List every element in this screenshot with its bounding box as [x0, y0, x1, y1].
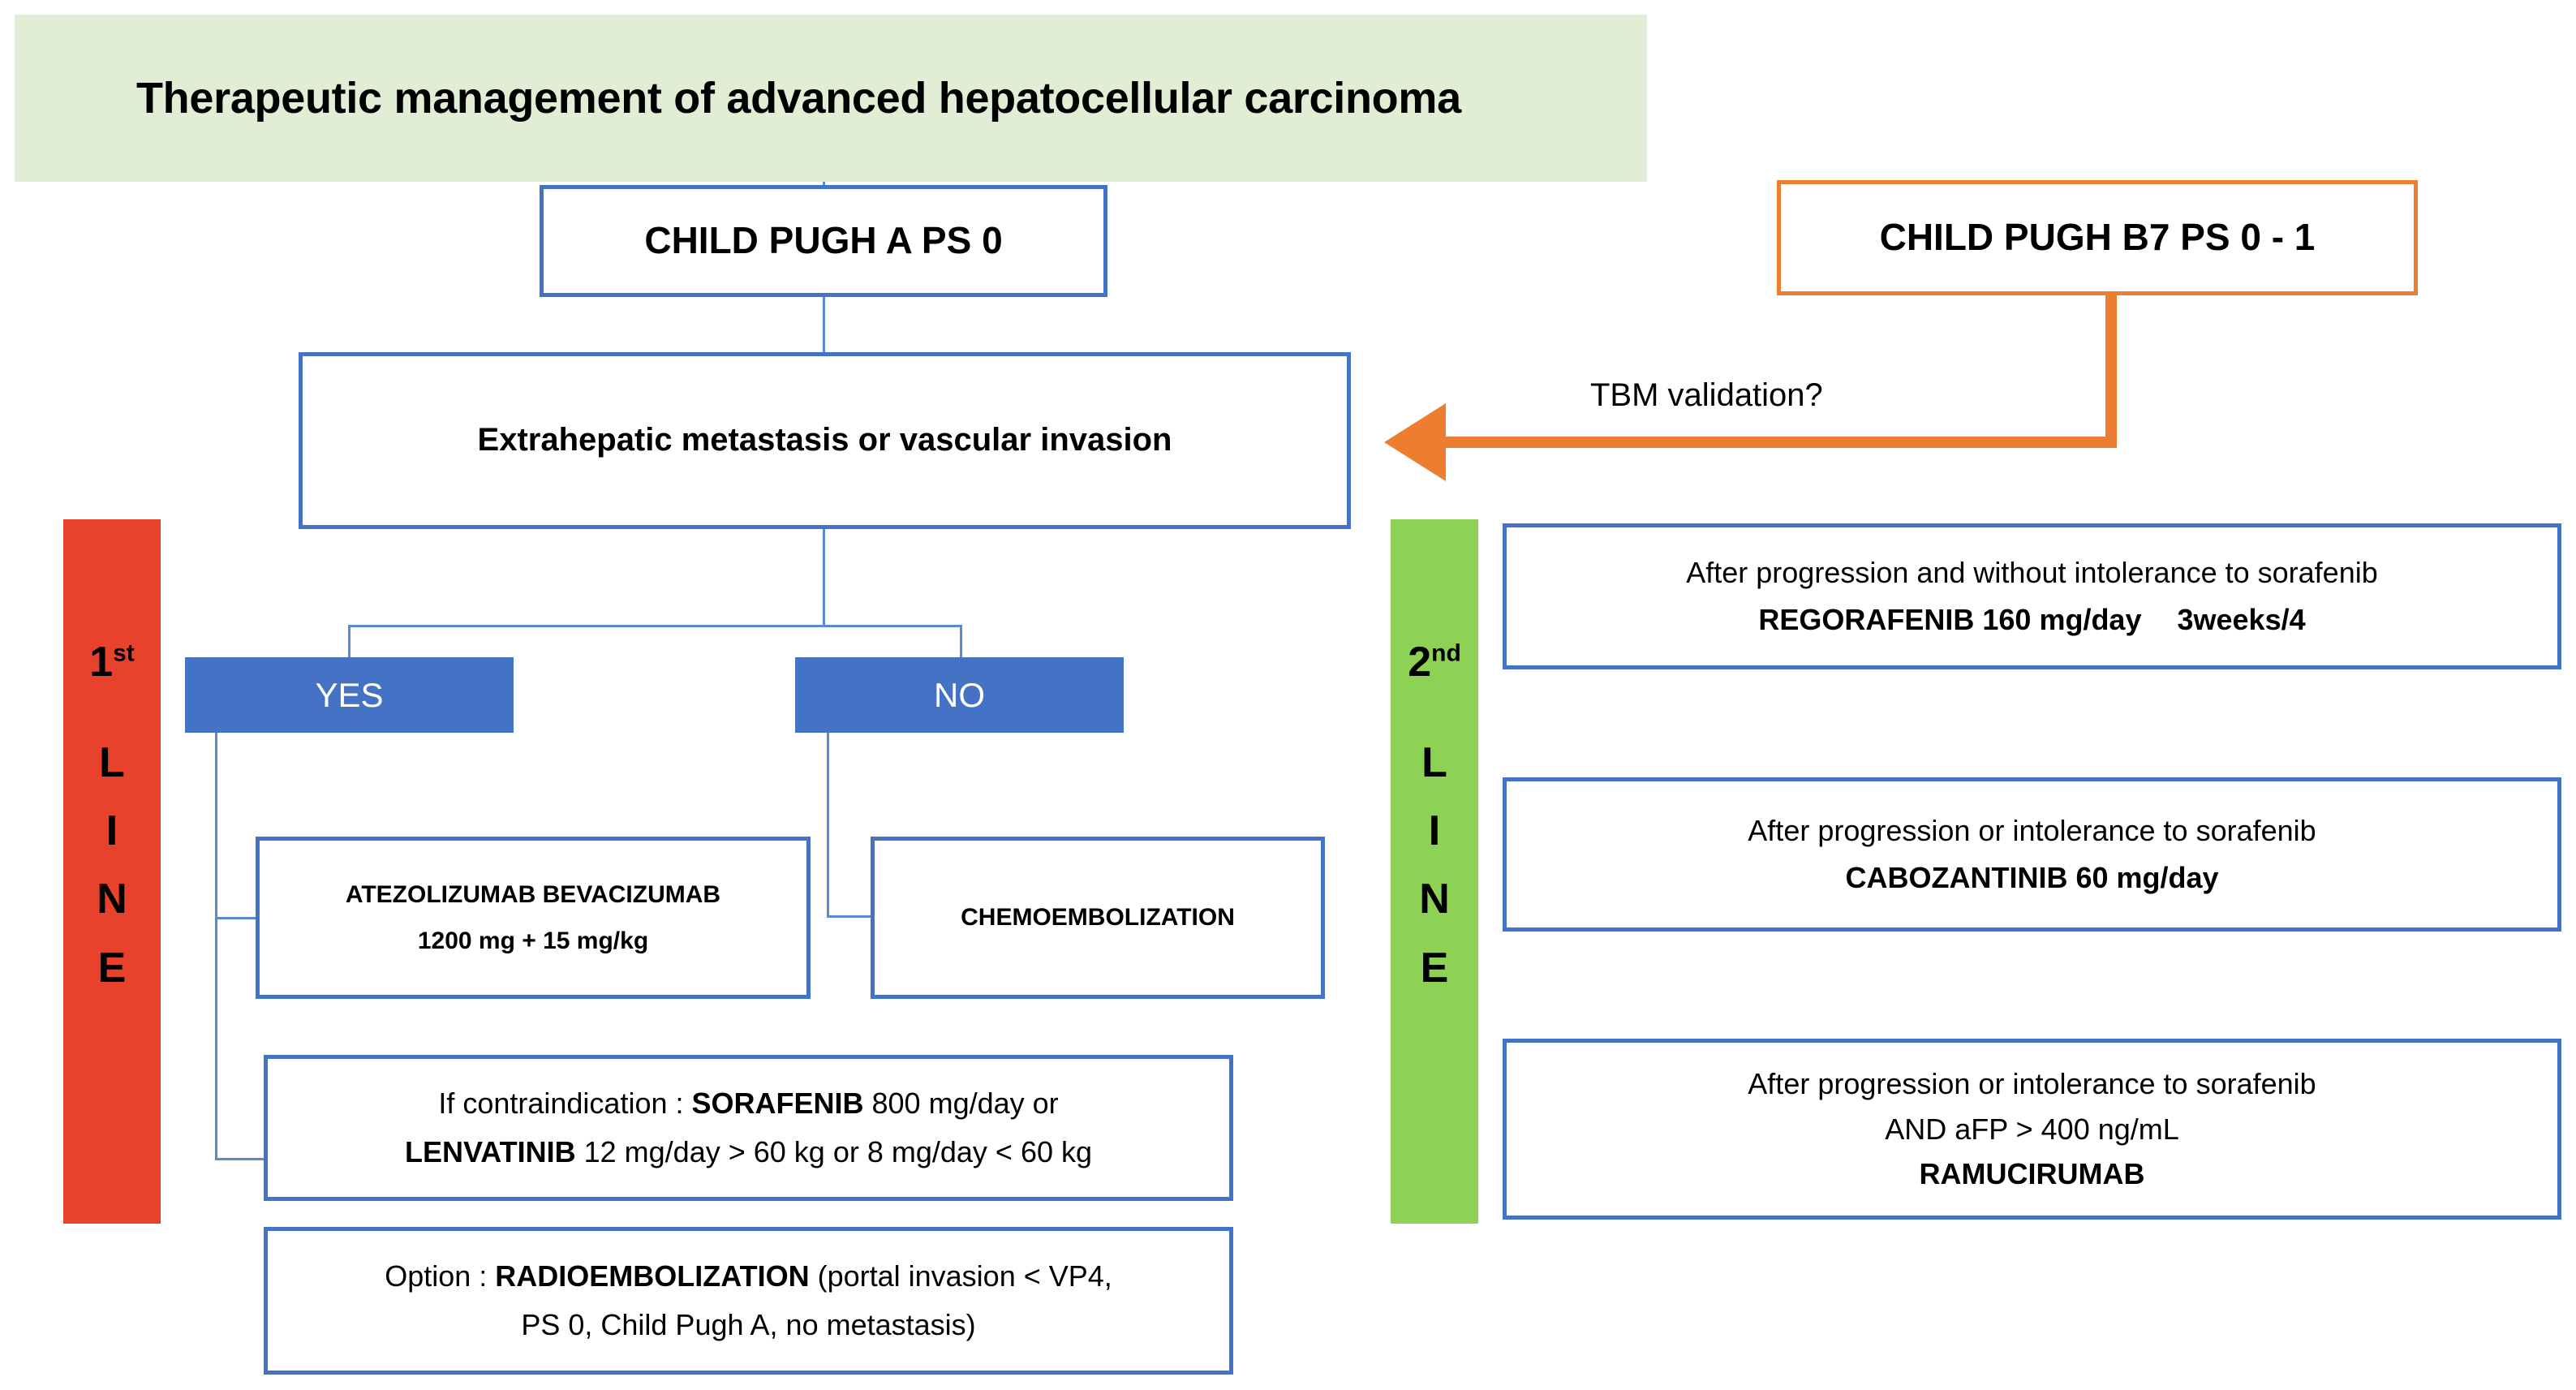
second-line-ordinal: 2nd — [1408, 641, 1461, 683]
node-extrahepatic-metastasis[interactable]: Extrahepatic metastasis or vascular inva… — [299, 352, 1351, 529]
node-contraindication-sorafenib-lenvatinib[interactable]: If contraindication : SORAFENIB 800 mg/d… — [264, 1055, 1233, 1201]
node-atezolizumab-bevacizumab[interactable]: ATEZOLIZUMAB BEVACIZUMAB 1200 mg + 15 mg… — [256, 837, 811, 999]
node-child-pugh-b7-label: CHILD PUGH B7 PS 0 - 1 — [1879, 216, 2316, 259]
connector-no-spine — [827, 733, 829, 918]
connector-no-to-chemoembolization — [827, 915, 874, 918]
connector-split-bus — [348, 625, 961, 627]
regorafenib-line1: After progression and without intoleranc… — [1686, 556, 2378, 590]
arrow-shaft-horizontal — [1446, 437, 2117, 448]
node-regorafenib[interactable]: After progression and without intoleranc… — [1503, 523, 2561, 669]
node-cabozantinib[interactable]: After progression or intolerance to sora… — [1503, 777, 2561, 932]
option-drug-radioembolization: RADIOEMBOLIZATION — [495, 1259, 810, 1293]
cabozantinib-line2: CABOZANTINIB 60 mg/day — [1845, 861, 2219, 894]
node-chemoembolization[interactable]: CHEMOEMBOLIZATION — [871, 837, 1325, 999]
cabozantinib-line1: After progression or intolerance to sora… — [1748, 814, 2316, 848]
contraindication-dose-sorafenib: 800 mg/day or — [863, 1087, 1059, 1121]
ramucirumab-line2: AND aFP > 400 ng/mL — [1885, 1112, 2179, 1146]
connector-yes-spine — [215, 733, 217, 1160]
title-banner: Therapeutic management of advanced hepat… — [15, 15, 1647, 182]
node-decision-yes[interactable]: YES — [185, 657, 514, 733]
contraindication-line2: LENVATINIB 12 mg/day > 60 kg or 8 mg/day… — [282, 1132, 1215, 1173]
first-line-ordinal: 1st — [89, 641, 135, 683]
connector-yes-to-contraindication — [215, 1158, 268, 1160]
node-ramucirumab[interactable]: After progression or intolerance to sora… — [1503, 1039, 2561, 1220]
option-prefix: Option : — [385, 1259, 496, 1293]
atezolizumab-line1: ATEZOLIZUMAB BEVACIZUMAB — [345, 880, 721, 908]
node-decision-no[interactable]: NO — [795, 657, 1124, 733]
second-line-ordinal-number: 2 — [1408, 639, 1432, 686]
ramucirumab-line3: RAMUCIRUMAB — [1919, 1157, 2145, 1191]
contraindication-drug-sorafenib: SORAFENIB — [691, 1087, 864, 1121]
node-yes-label: YES — [315, 675, 384, 714]
option-line2: PS 0, Child Pugh A, no metastasis) — [521, 1308, 976, 1341]
regorafenib-drug-dose: REGORAFENIB 160 mg/day — [1758, 603, 2142, 636]
second-line-ordinal-suffix: nd — [1431, 639, 1461, 667]
option-criteria-1: (portal invasion < VP4, — [809, 1259, 1112, 1293]
contraindication-prefix: If contraindication : — [438, 1087, 692, 1121]
first-line-ordinal-number: 1 — [89, 639, 114, 686]
connector-extrahepatic-down — [823, 529, 825, 626]
node-child-pugh-a[interactable]: CHILD PUGH A PS 0 — [540, 185, 1107, 297]
regorafenib-line2: REGORAFENIB 160 mg/day 3weeks/4 — [1521, 600, 2543, 640]
arrow-shaft-vertical — [2105, 295, 2117, 448]
option-line1: Option : RADIOEMBOLIZATION (portal invas… — [282, 1256, 1215, 1297]
connector-childpugha-to-extrahepatic — [823, 297, 825, 354]
arrow-label-tbm-validation: TBM validation? — [1590, 377, 1823, 413]
connector-yes-to-atezolizumab — [215, 917, 260, 919]
connector-bus-to-no — [960, 625, 962, 659]
page-title: Therapeutic management of advanced hepat… — [136, 74, 1461, 123]
ramucirumab-line1: After progression or intolerance to sora… — [1748, 1066, 2316, 1100]
node-child-pugh-b7[interactable]: CHILD PUGH B7 PS 0 - 1 — [1777, 180, 2418, 295]
first-line-ordinal-suffix: st — [113, 639, 135, 667]
node-no-label: NO — [934, 675, 985, 714]
arrow-head-left-icon — [1384, 403, 1446, 481]
node-option-radioembolization[interactable]: Option : RADIOEMBOLIZATION (portal invas… — [264, 1227, 1233, 1375]
contraindication-line1: If contraindication : SORAFENIB 800 mg/d… — [282, 1083, 1215, 1124]
connector-bus-to-yes — [348, 625, 350, 659]
contraindication-drug-lenvatinib: LENVATINIB — [404, 1135, 576, 1168]
atezolizumab-line2: 1200 mg + 15 mg/kg — [417, 927, 649, 954]
contraindication-dose-lenvatinib: 12 mg/day > 60 kg or 8 mg/day < 60 kg — [575, 1135, 1093, 1168]
node-extrahepatic-label: Extrahepatic metastasis or vascular inva… — [477, 422, 1172, 458]
node-child-pugh-a-label: CHILD PUGH A PS 0 — [644, 219, 1003, 262]
regorafenib-schedule: 3weeks/4 — [2177, 603, 2306, 636]
chemoembolization-label: CHEMOEMBOLIZATION — [961, 904, 1235, 932]
